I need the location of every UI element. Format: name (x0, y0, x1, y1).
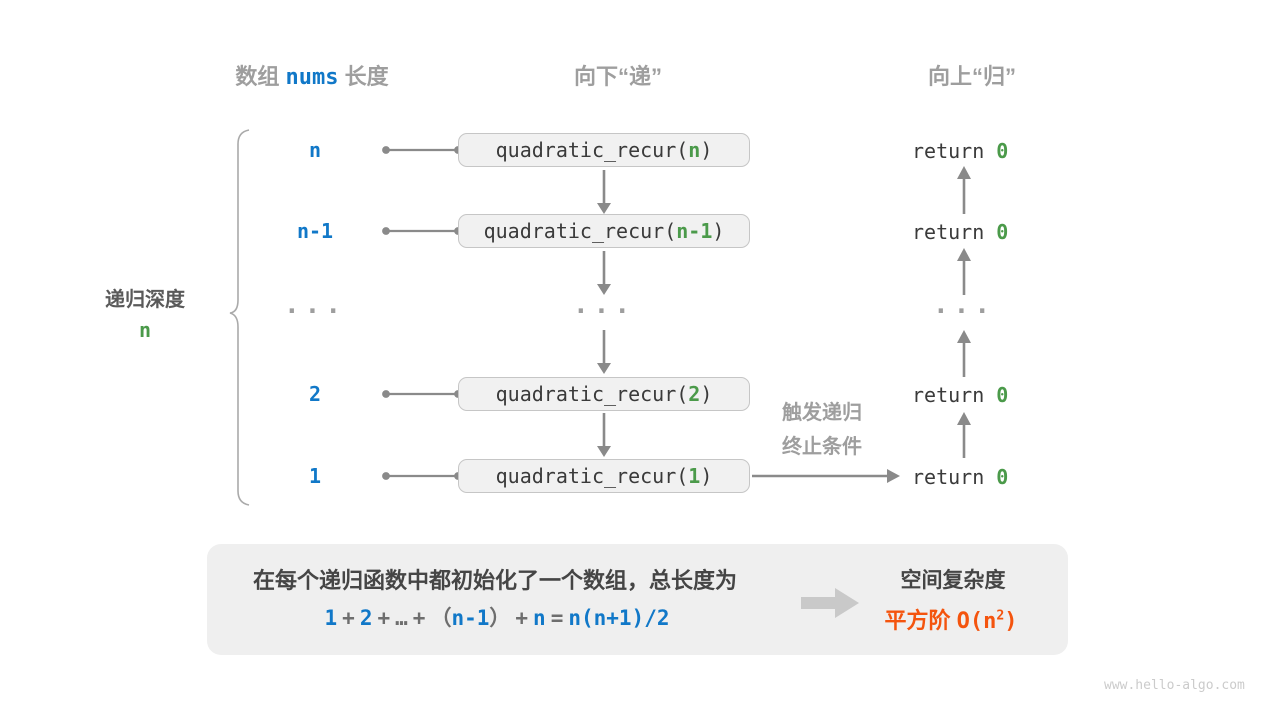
call-box-1: quadratic_recur(1) (458, 459, 750, 493)
call-suffix: ) (700, 382, 713, 406)
connector-row-2 (382, 390, 462, 398)
call-suffix: ) (700, 138, 713, 162)
formula-open-paren: （ (430, 606, 452, 630)
return-keyword: return (912, 139, 985, 163)
call-arg: n-1 (676, 219, 713, 243)
connector-row-1 (382, 472, 462, 480)
up-arrow-4 (957, 412, 971, 458)
formula-term-2: 2 (359, 606, 373, 630)
formula-close-paren: ） (489, 606, 511, 630)
base-case-arrow (752, 469, 900, 483)
big-o-exponent: 2 (996, 608, 1005, 624)
formula-ellipsis: … (395, 606, 408, 630)
call-prefix: quadratic_recur( (483, 219, 677, 243)
call-box-n: quadratic_recur(n) (458, 133, 750, 167)
depth-label: 递归深度 (105, 289, 185, 311)
return-n-1: return 0 (912, 220, 1008, 244)
ellipsis-left: ... (284, 290, 346, 320)
up-arrow-1 (957, 166, 971, 214)
trigger-label-line2: 终止条件 (782, 436, 862, 458)
down-arrow-1 (597, 170, 611, 214)
formula-plus: + (515, 606, 529, 630)
complexity-prefix: 平方阶 (884, 608, 951, 633)
down-arrow-3 (597, 330, 611, 374)
panel-formula: 1+2+…+（n-1）+n=n(n+1)/2 (325, 602, 670, 632)
ellipsis-middle: ... (573, 290, 635, 320)
return-keyword: return (912, 220, 985, 244)
ellipsis-right: ... (933, 290, 995, 320)
formula-term-3: n-1 (451, 606, 490, 630)
depth-value: n (138, 318, 152, 342)
header-array-suffix: 长度 (344, 64, 389, 89)
big-o-close: ) (1004, 609, 1018, 634)
complexity-big-o: O(n2) (957, 609, 1018, 634)
formula-term-1: 1 (324, 606, 338, 630)
header-array-code: nums (285, 65, 339, 90)
down-arrow-2 (597, 251, 611, 295)
return-keyword: return (912, 383, 985, 407)
formula-equals: = (550, 606, 564, 630)
trigger-label-line1: 触发递归 (782, 402, 862, 424)
return-value: 0 (996, 220, 1009, 244)
formula-plus: + (342, 606, 355, 630)
call-suffix: ) (712, 219, 725, 243)
return-keyword: return (912, 465, 985, 489)
connector-row-n-1 (382, 227, 462, 235)
call-prefix: quadratic_recur( (495, 464, 689, 488)
call-prefix: quadratic_recur( (495, 382, 689, 406)
connector-row-n (382, 146, 462, 154)
formula-plus: + (377, 606, 391, 630)
up-arrow-2 (957, 248, 971, 295)
call-suffix: ) (700, 464, 713, 488)
call-box-n-1: quadratic_recur(n-1) (458, 214, 750, 248)
header-array-length: 数组 nums 长度 (235, 59, 388, 91)
header-downward: 向下“递” (573, 64, 663, 89)
formula-term-4: n (533, 606, 546, 630)
big-o-open: O(n (956, 609, 997, 634)
complexity-value: 平方阶 O(n2) (884, 603, 1017, 635)
length-label-n-1: n-1 (296, 219, 334, 243)
call-arg: 2 (688, 382, 701, 406)
length-label-n: n (308, 138, 322, 162)
call-box-2: quadratic_recur(2) (458, 377, 750, 411)
length-label-1: 1 (308, 464, 322, 488)
summary-panel: 在每个递归函数中都初始化了一个数组，总长度为 1+2+…+（n-1）+n=n(n… (207, 544, 1068, 655)
panel-description: 在每个递归函数中都初始化了一个数组，总长度为 (252, 568, 738, 593)
return-value: 0 (996, 465, 1009, 489)
return-value: 0 (996, 383, 1009, 407)
return-1: return 0 (912, 465, 1008, 489)
formula-plus: + (412, 606, 426, 630)
return-value: 0 (996, 139, 1009, 163)
call-arg: 1 (688, 464, 701, 488)
formula-result: n(n+1)/2 (568, 606, 670, 630)
call-arg: n (688, 138, 701, 162)
header-array-prefix: 数组 (235, 64, 280, 89)
depth-brace (229, 129, 250, 506)
down-arrow-4 (597, 413, 611, 457)
up-arrow-3 (957, 330, 971, 377)
return-n: return 0 (912, 139, 1008, 163)
implies-arrow-icon (801, 588, 859, 618)
header-upward: 向上“归” (927, 64, 1017, 89)
call-prefix: quadratic_recur( (495, 138, 689, 162)
length-label-2: 2 (308, 382, 322, 406)
complexity-title: 空间复杂度 (900, 569, 1006, 592)
watermark: www.hello-algo.com (1104, 678, 1245, 693)
return-2: return 0 (912, 383, 1008, 407)
